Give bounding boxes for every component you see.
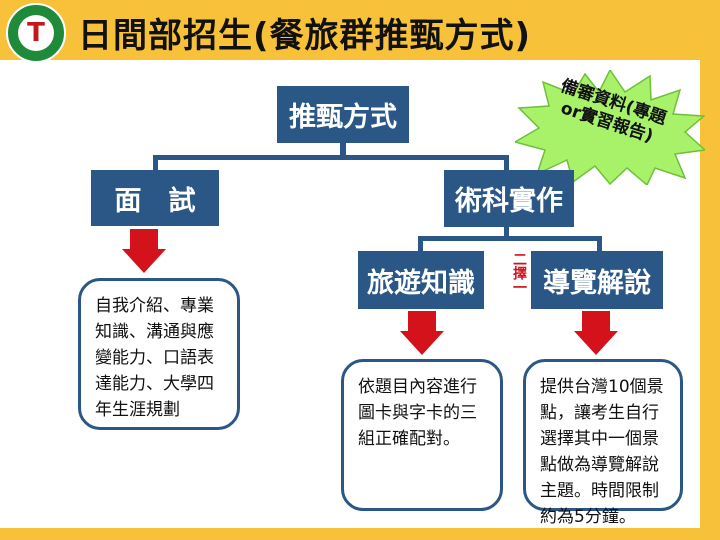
connector-practical-horizontal (418, 236, 602, 241)
page-title: 日間部招生(餐旅群推甄方式) (78, 16, 532, 56)
interview-detail-text: 自我介紹、專業知識、溝通與應變能力、口語表達能力、大學四年生涯規劃 (95, 296, 214, 420)
node-guide: 導覽解說 (531, 251, 663, 309)
logo-t-icon: T (27, 18, 45, 48)
connector-root-horizontal (153, 155, 509, 160)
connector-to-practical (504, 155, 509, 171)
connector-root-down (340, 143, 346, 158)
connector-to-interview (153, 155, 158, 171)
starburst-callout (515, 70, 705, 185)
node-tourism: 旅遊知識 (358, 251, 484, 309)
connector-to-guide (597, 236, 602, 251)
tourism-detail-text: 依題目內容進行圖卡與字卡的三組正確配對。 (358, 377, 477, 449)
guide-detail-box: 提供台灣10個景點，讓考生自行選擇其中一個景點做為導覽解說主題。時間限制約為5分… (523, 359, 683, 527)
node-practical: 術科實作 (444, 170, 574, 227)
bottom-bar (0, 528, 720, 540)
header-banner (0, 0, 720, 60)
interview-detail-box: 自我介紹、專業知識、溝通與應變能力、口語表達能力、大學四年生涯規劃 (78, 278, 240, 430)
guide-detail-text: 提供台灣10個景點，讓考生自行選擇其中一個景點做為導覽解說主題。時間限制約為5分… (540, 377, 664, 527)
node-interview: 面 試 (91, 170, 219, 226)
side-bar (700, 60, 720, 540)
logo-emblem: T (18, 15, 54, 51)
university-logo: T (6, 3, 66, 63)
choose-one-label: 二擇一 (511, 252, 527, 294)
tourism-detail-box: 依題目內容進行圖卡與字卡的三組正確配對。 (341, 359, 503, 511)
node-root: 推甄方式 (277, 86, 409, 143)
connector-practical-down (504, 227, 509, 239)
connector-to-tourism (418, 236, 423, 251)
